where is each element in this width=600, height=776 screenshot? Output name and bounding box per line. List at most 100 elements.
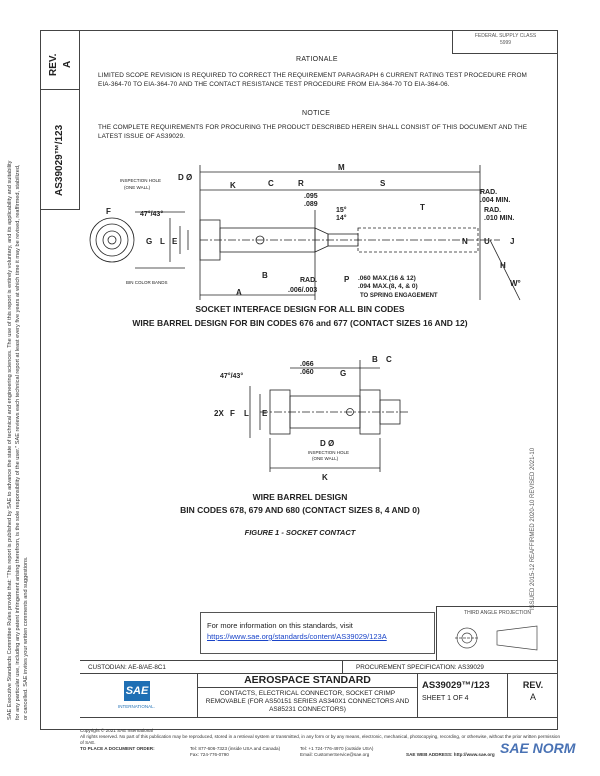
aerospace-standard-title: AEROSPACE STANDARD [198,674,417,688]
doc-number: AS39029™/123 [422,680,490,691]
third-angle-projection-box: THIRD ANGLE PROJECTION [436,606,558,660]
lbl-rad3v: .006/.003 [288,287,317,294]
aerospace-standard-cell: AEROSPACE STANDARD CONTACTS, ELECTRICAL … [198,674,418,718]
more-info-text: For more information on this standards, … [207,621,353,630]
lbl-one-wall: (ONE WALL) [124,185,151,190]
lbl-n: N [462,237,468,246]
lbl-b-e: E [262,409,268,418]
lbl-b-k: K [322,473,328,482]
issue-dates-strip: ISSUED 2015-12 REAFFIRMED 2020-10 REVISE… [522,320,552,610]
lbl-b-d060: .060 [300,369,314,376]
lbl-w: W° [510,279,521,288]
lbl-b-d-dia: D Ø [320,439,334,448]
sae-logo-sub: INTERNATIONAL. [118,704,155,709]
sae-logo-cell: SAE INTERNATIONAL. [80,674,198,718]
federal-supply-class-box: FEDERAL SUPPLY CLASS 5999 [452,30,558,54]
lbl-h: H [500,261,506,270]
lbl-inspection-hole: INSPECTION HOLE [120,178,161,183]
custodian-text: CUSTODIAN: AE-8/AE-8C1 [88,664,166,671]
lbl-rad1: RAD. [480,189,497,196]
caption-socket-interface: SOCKET INTERFACE DESIGN FOR ALL BIN CODE… [195,304,405,314]
socket-interface-drawing: D Ø INSPECTION HOLE (ONE WALL) F 47°/43°… [89,163,521,301]
lbl-b: B [262,271,268,280]
lbl-a15: 15° [336,206,347,214]
standard-link[interactable]: https://www.sae.org/standards/content/AS… [207,632,387,641]
lbl-b-g: G [340,369,346,378]
third-angle-label: THIRD ANGLE PROJECTION [464,610,531,616]
doc-number-cell: AS39029™/123 SHEET 1 OF 4 [418,674,508,718]
sae-logo: SAE [124,681,150,701]
rationale-text: LIMITED SCOPE REVISION IS REQUIRED TO CO… [98,72,527,88]
lbl-b-b: B [372,355,378,364]
issue-dates: ISSUED 2015-12 REAFFIRMED 2020-10 REVISE… [530,447,536,610]
watermark: SAE NORM [500,740,576,756]
fsc-label: FEDERAL SUPPLY CLASS [474,33,537,39]
lbl-a: A [236,288,242,297]
side-doc-number: AS39029™/123 [54,124,65,196]
lbl-b-2x: 2X [214,409,224,418]
custodian-row: CUSTODIAN: AE-8/AE-8C1 PROCUREMENT SPECI… [80,660,558,674]
lbl-p1: .060 MAX.(16 & 12) [358,275,416,282]
lbl-rad1v: .004 MIN. [480,197,510,204]
fax: Fax: 724-776-0790 [190,752,229,757]
lbl-g: G [146,237,152,246]
side-legal-text: SAE Executive Standards Committee Rules … [7,160,29,720]
lbl-e: E [172,237,178,246]
lbl-spring: TO SPRING ENGAGEMENT [360,293,438,299]
lbl-d089: .089 [304,201,318,208]
lbl-r: R [298,179,304,188]
email: Email: CustomerService@sae.org [300,752,370,757]
lbl-b-f: F [230,409,235,418]
caption-bin-codes-678: BIN CODES 678, 679 AND 680 (CONTACT SIZE… [180,505,420,515]
rights-text: All rights reserved. No part of this pub… [80,734,561,745]
footer: Copyright © 2021 SAE International All r… [80,728,560,758]
side-rev-value: A [62,60,73,68]
drawing-sheet-frame [40,30,558,730]
figure-caption: FIGURE 1 - SOCKET CONTACT [244,528,356,537]
caption-wire-barrel-676: WIRE BARREL DESIGN FOR BIN CODES 676 and… [132,318,468,328]
lbl-b-angle: 47°/43° [220,372,243,380]
lbl-b-c: C [386,355,392,364]
lbl-m: M [338,163,345,172]
lbl-rad2: RAD. [484,207,501,214]
lbl-b-inspection-hole: INSPECTION HOLE [308,450,349,455]
tel-usa: Tel: 877-606-7323 (inside USA and Canada… [190,746,281,751]
copyright: Copyright © 2021 SAE International [80,728,153,733]
third-angle-symbol-icon [455,625,538,651]
web-address: SAE WEB ADDRESS: http://www.sae.org [406,752,495,757]
lbl-b-l: L [244,409,249,418]
lbl-u: U [484,237,490,246]
side-doc-number-box: AS39029™/123 [40,90,80,210]
lbl-a14: 14° [336,214,347,222]
side-rev-label: REV. [48,53,59,76]
title-block: SAE INTERNATIONAL. AEROSPACE STANDARD CO… [80,674,558,718]
lbl-l: L [160,237,165,246]
lbl-j: J [510,237,514,246]
lbl-bin-bands: BIN COLOR BANDS [126,280,168,285]
document-description: CONTACTS, ELECTRICAL CONNECTOR, SOCKET C… [205,690,410,713]
more-info-box: For more information on this standards, … [200,612,435,654]
lbl-b-d066: .066 [300,361,314,368]
notice-title: NOTICE [302,110,331,117]
rationale-title: RATIONALE [296,56,338,63]
lbl-d-dia: D Ø [178,173,192,182]
order-label: TO PLACE A DOCUMENT ORDER: [80,746,155,751]
sheet-number: SHEET 1 OF 4 [422,695,469,702]
rev-label: REV. [522,680,544,690]
lbl-f: F [106,207,111,216]
rev-value: A [529,692,536,702]
lbl-rad2v: .010 MIN. [484,215,514,222]
procurement-spec-text: PROCUREMENT SPECIFICATION: AS39029 [356,664,484,671]
lbl-p2: .094 MAX.(8, 4, & 0) [358,283,418,290]
wire-barrel-drawing: 47°/43° .066 .060 B C G 2X F L E D Ø INS… [214,355,410,482]
lbl-rad3: RAD. [300,277,317,284]
lbl-t: T [420,203,425,212]
tel-outside: Tel: +1 724-776-4970 (outside USA) [300,746,374,751]
rev-cell: REV. A [508,674,558,718]
lbl-s: S [380,179,386,188]
lbl-p: P [344,275,350,284]
caption-wire-barrel: WIRE BARREL DESIGN [252,492,348,502]
lbl-b-one-wall: (ONE WALL) [312,456,339,461]
fsc-value: 5999 [499,40,512,46]
lbl-k: K [230,181,236,190]
